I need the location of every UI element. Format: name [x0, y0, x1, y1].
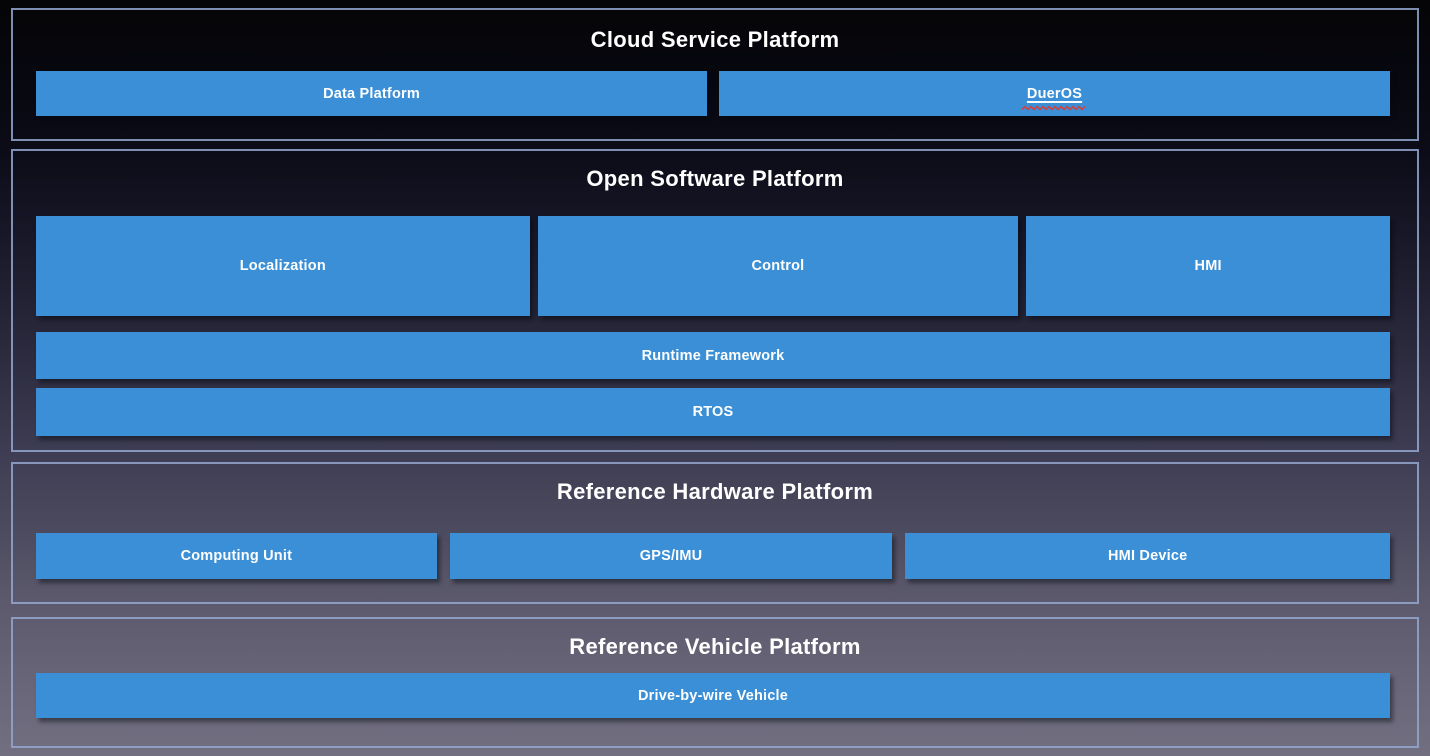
- box-control: Control: [537, 216, 1019, 316]
- box-computing-unit: Computing Unit: [36, 533, 437, 579]
- box-drive-by-wire-vehicle: Drive-by-wire Vehicle: [36, 673, 1390, 718]
- box-localization: Localization: [36, 216, 530, 316]
- box-label-localization: Localization: [239, 258, 326, 274]
- software-box-row-rtos: RTOS: [36, 388, 1390, 436]
- hardware-box-row: Computing Unit GPS/IMU HMI Device: [36, 533, 1391, 579]
- software-box-row-top: Localization Control HMI: [36, 216, 1390, 316]
- section-title-vehicle: Reference Vehicle Platform: [569, 634, 861, 659]
- box-label-runtime-framework: Runtime Framework: [641, 347, 785, 364]
- box-label-dueros: DuerOS: [1026, 85, 1083, 102]
- section-title-hardware: Reference Hardware Platform: [556, 479, 874, 504]
- section-reference-vehicle-platform: Reference Vehicle Platform Drive-by-wire…: [11, 617, 1419, 748]
- box-label-drive-by-wire-vehicle: Drive-by-wire Vehicle: [637, 687, 789, 704]
- section-title-software: Open Software Platform: [586, 166, 844, 191]
- box-runtime-framework: Runtime Framework: [36, 332, 1390, 379]
- box-data-platform: Data Platform: [36, 71, 707, 116]
- box-label-control: Control: [751, 258, 805, 274]
- box-label-hmi: HMI: [1194, 258, 1222, 274]
- box-label-computing-unit: Computing Unit: [180, 548, 293, 564]
- box-label-rtos: RTOS: [692, 404, 734, 420]
- box-hmi-device: HMI Device: [905, 533, 1391, 579]
- box-gps-imu: GPS/IMU: [449, 533, 893, 579]
- section-reference-hardware-platform: Reference Hardware Platform Computing Un…: [11, 462, 1419, 604]
- box-label-dueros-wrap: DuerOS: [1021, 85, 1085, 110]
- spellcheck-squiggle-icon: [1021, 105, 1085, 110]
- section-cloud-service-platform: Cloud Service Platform Data Platform Due…: [11, 8, 1419, 141]
- box-label-hmi-device: HMI Device: [1108, 548, 1188, 564]
- box-dueros: DuerOS: [719, 71, 1390, 116]
- box-label-data-platform: Data Platform: [323, 85, 420, 102]
- section-title-cloud: Cloud Service Platform: [590, 27, 840, 52]
- box-hmi: HMI: [1026, 216, 1390, 316]
- software-box-row-runtime: Runtime Framework: [36, 332, 1390, 379]
- box-rtos: RTOS: [36, 388, 1390, 436]
- cloud-box-row: Data Platform DuerOS: [36, 71, 1390, 116]
- vehicle-box-row: Drive-by-wire Vehicle: [36, 673, 1390, 718]
- box-label-gps-imu: GPS/IMU: [639, 548, 703, 564]
- section-open-software-platform: Open Software Platform Localization Cont…: [11, 149, 1419, 452]
